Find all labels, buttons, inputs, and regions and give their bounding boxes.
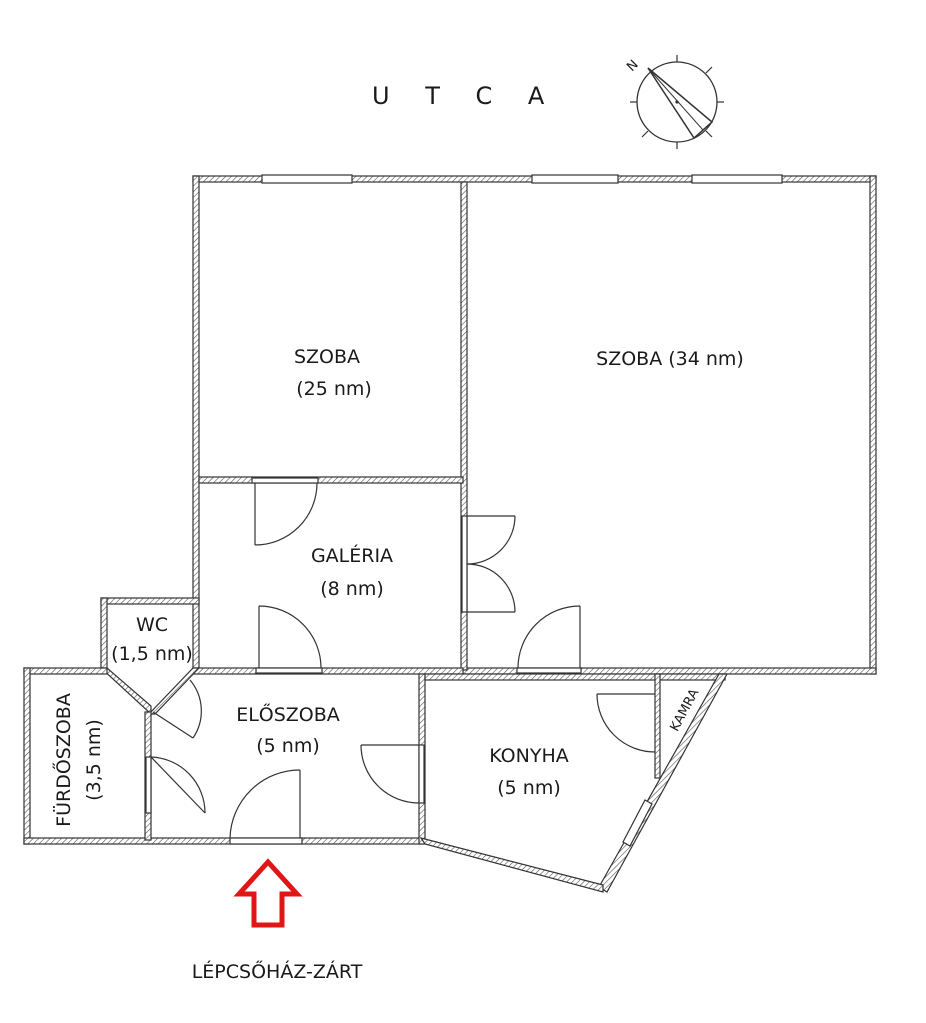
compass-icon [630, 55, 724, 149]
street-label: U T C A [372, 82, 558, 110]
room-eloszoba-area: (5 nm) [256, 735, 320, 757]
room-wc-name: WC [136, 614, 168, 636]
compass-north-label: N [624, 57, 641, 74]
door-hall-kitchen [360, 744, 425, 804]
wall-interior-horizontal [198, 476, 464, 484]
wall-kamra [654, 673, 661, 779]
wall-wc-left [100, 597, 108, 671]
window-small-room [261, 174, 353, 184]
room-furdoszoba-name: FÜRDŐSZOBA [51, 693, 75, 827]
window-large-room-2 [691, 174, 783, 184]
wall-kitchen-diagonal [598, 673, 729, 893]
wall-bottom-lower [23, 837, 425, 845]
window-large-room-1 [531, 174, 619, 184]
wall-left-upper [192, 175, 200, 671]
entrance-arrow-icon [233, 858, 303, 928]
room-szoba-large-label: SZOBA (34 nm) [596, 348, 744, 370]
room-eloszoba-name: ELŐSZOBA [236, 702, 340, 726]
wall-right [869, 175, 877, 675]
room-szoba-small-area: (25 nm) [296, 378, 372, 400]
room-galeria-name: GALÉRIA [311, 544, 393, 567]
wall-kitchen-top [424, 673, 726, 681]
window-kitchen [622, 799, 653, 847]
wall-interior-vertical [460, 181, 468, 671]
door-wc [152, 679, 202, 739]
room-konyha-name: KONYHA [489, 745, 568, 767]
wall-wc-top [100, 597, 200, 605]
door-large-room-bottom [516, 605, 582, 674]
wall-bath-top [23, 667, 108, 675]
entrance-label: LÉPCSŐHÁZ-ZÁRT [192, 959, 363, 983]
room-furdoszoba-area: (3,5 nm) [83, 719, 105, 801]
room-wc-area: (1,5 nm) [111, 643, 193, 665]
wall-wc-diag-right [147, 667, 201, 715]
door-galeria-top [251, 477, 319, 546]
wall-bath-left [23, 667, 31, 845]
wall-galeria-bottom [192, 667, 464, 675]
wall-wc-diag-left [99, 667, 152, 716]
room-szoba-small-name: SZOBA [294, 346, 360, 368]
door-entrance [229, 769, 303, 845]
door-kamra [596, 693, 656, 753]
door-bathroom [145, 756, 206, 814]
room-galeria-area: (8 nm) [320, 578, 384, 600]
door-galeria-large-room [461, 515, 516, 613]
door-galeria-bottom [255, 605, 323, 674]
room-konyha-area: (5 nm) [497, 777, 561, 799]
wall-kitchen-bottom [419, 837, 604, 893]
